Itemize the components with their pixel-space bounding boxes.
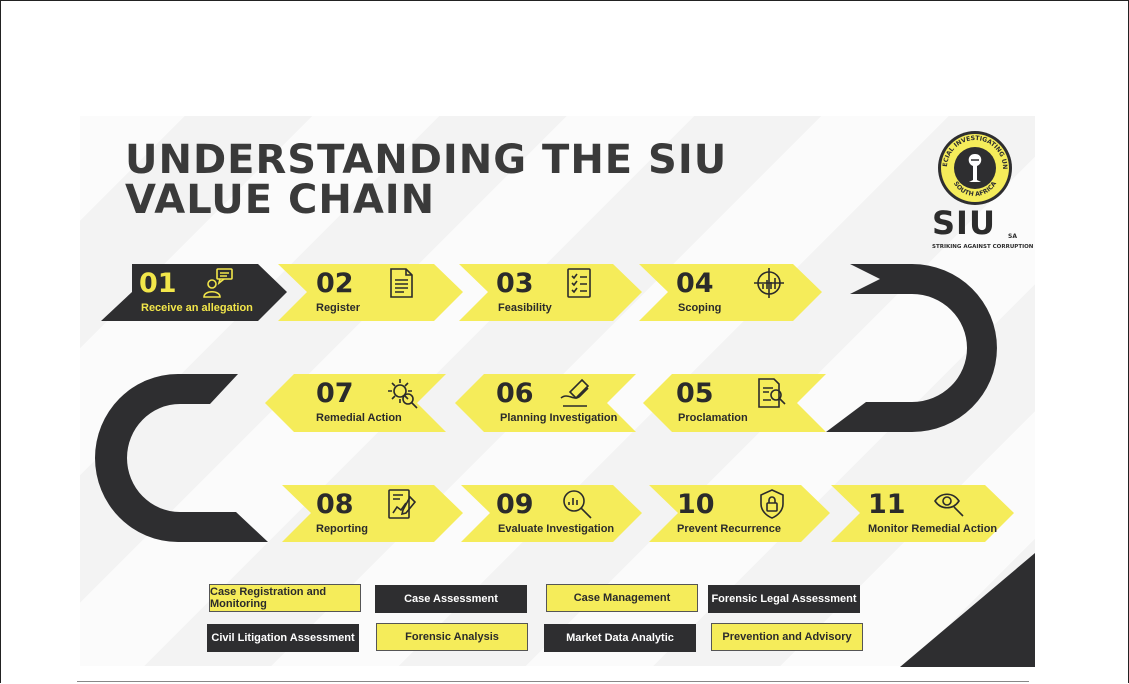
- page-title: UNDERSTANDING THE SIU VALUE CHAIN: [125, 140, 727, 220]
- step-number: 11: [868, 489, 906, 520]
- chevron-06: [455, 374, 636, 432]
- step-number: 09: [496, 489, 534, 520]
- siu-logo: SPECIAL INVESTIGATING UNIT SOUTH AFRICA …: [930, 130, 1033, 260]
- chevron-01: [101, 264, 287, 321]
- logo-tagline: STRIKING AGAINST CORRUPTION: [932, 244, 1034, 250]
- logo-wordmark: SIU: [932, 204, 996, 242]
- gear-search-icon: [388, 379, 418, 409]
- step-number: 02: [316, 268, 354, 299]
- step-label: Receive an allegation: [141, 302, 253, 314]
- step-label: Evaluate Investigation: [498, 523, 615, 535]
- step-label: Remedial Action: [316, 412, 402, 424]
- step-08: 08 Reporting: [316, 485, 436, 543]
- left-curve: [95, 374, 268, 542]
- chevron-10: [649, 485, 830, 542]
- report-chart-icon: [388, 489, 417, 519]
- step-label: Reporting: [316, 523, 368, 535]
- right-curve: [826, 264, 997, 432]
- step-label: Scoping: [678, 302, 722, 314]
- step-number: 05: [676, 378, 714, 409]
- step-label: Proclamation: [678, 412, 748, 424]
- step-03: 03 Feasibility: [496, 264, 616, 322]
- step-10: 10 Prevent Recurrence: [677, 485, 807, 543]
- step-label: Monitor Remedial Action: [868, 523, 998, 535]
- service-forensic-analysis: Forensic Analysis: [376, 623, 528, 651]
- step-label: Prevent Recurrence: [677, 523, 781, 535]
- divider: [77, 681, 1029, 682]
- chevron-11: [831, 485, 1014, 542]
- eye-search-icon: [934, 493, 964, 517]
- service-civil-litigation-assessment: Civil Litigation Assessment: [207, 624, 359, 652]
- checklist-icon: [567, 268, 591, 298]
- step-number: 08: [316, 489, 354, 520]
- service-market-data-analytic: Market Data Analytic: [544, 624, 696, 652]
- step-05: 05 Proclamation: [676, 374, 796, 432]
- title-line-2: VALUE CHAIN: [125, 177, 436, 223]
- corner-triangle: [900, 553, 1035, 667]
- service-prevention-advisory: Prevention and Advisory: [711, 623, 863, 651]
- title-line-1: UNDERSTANDING THE SIU: [125, 137, 728, 183]
- step-label: Planning Investigation: [500, 412, 618, 424]
- logo-suffix: SA: [1008, 233, 1017, 240]
- siu-seal-icon: SPECIAL INVESTIGATING UNIT SOUTH AFRICA: [937, 130, 1012, 205]
- target-chart-icon: [754, 268, 784, 298]
- step-number: 06: [496, 378, 534, 409]
- chevron-05: [643, 374, 826, 432]
- step-09: 09 Evaluate Investigation: [496, 485, 626, 543]
- chevron-02: [278, 264, 463, 321]
- step-number: 10: [677, 489, 715, 520]
- step-04: 04 Scoping: [676, 264, 796, 322]
- step-number: 03: [496, 268, 534, 299]
- service-case-assessment: Case Assessment: [375, 585, 527, 613]
- document-search-icon: [758, 378, 786, 408]
- step-label: Register: [316, 302, 361, 314]
- step-number: 01: [139, 268, 177, 299]
- magnifier-chart-icon: [563, 490, 592, 519]
- step-02: 02 Register: [314, 264, 434, 322]
- step-11: 11 Monitor Remedial Action: [868, 485, 1008, 543]
- chevron-04: [639, 264, 822, 321]
- chevron-07: [265, 374, 446, 432]
- shield-lock-icon: [760, 489, 784, 519]
- allegation-person-icon: [203, 268, 233, 298]
- step-07: 07 Remedial Action: [316, 374, 436, 432]
- step-number: 07: [316, 378, 354, 409]
- planning-hand-icon: [560, 378, 590, 407]
- step-06: 06 Planning Investigation: [496, 374, 626, 432]
- step-number: 04: [676, 268, 714, 299]
- step-01: 01 Receive an allegation: [135, 264, 285, 322]
- service-forensic-legal-assessment: Forensic Legal Assessment: [708, 585, 860, 613]
- document-icon: [390, 268, 413, 298]
- chevron-03: [459, 264, 642, 321]
- chevron-08: [282, 485, 463, 542]
- service-case-management: Case Management: [546, 584, 698, 612]
- service-case-registration: Case Registration and Monitoring: [209, 584, 361, 612]
- step-label: Feasibility: [498, 302, 552, 314]
- chevron-09: [461, 485, 642, 542]
